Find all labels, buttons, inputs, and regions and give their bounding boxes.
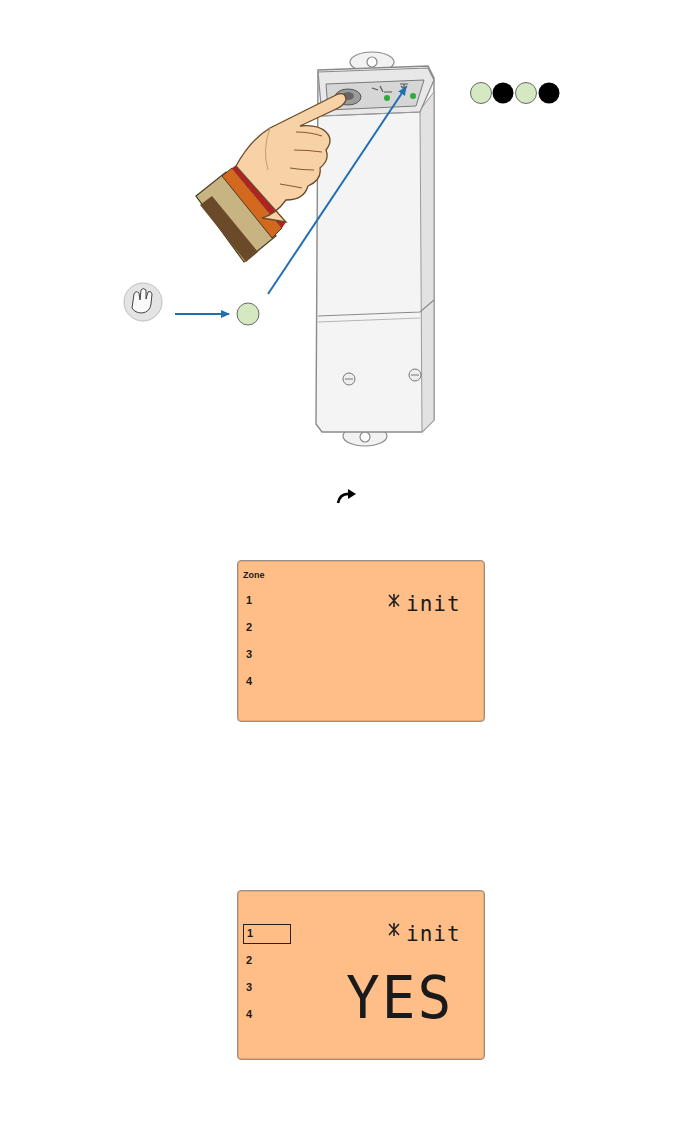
zone-number: 2 [246,622,252,633]
blink-sequence [471,83,560,104]
pointing-hand [196,94,346,262]
zone-heading: Zone [243,571,265,580]
receiver-housing [316,66,434,432]
segment-text: init [406,924,461,945]
wrench-symbol [387,922,401,938]
selected-zone-box: 1 [243,924,291,944]
lcd-display: 2 3 4 initYES 1 [237,890,485,1060]
press-icon [124,87,406,325]
zone-number: 4 [246,676,252,687]
zone-number: 3 [246,982,252,993]
zone-number: 1 [246,595,252,606]
status-led [372,84,416,101]
zone-number: 4 [246,1009,252,1020]
zone-number: 3 [246,649,252,660]
next-step-arrow [338,489,356,503]
lcd-display: Zone 1 2 3 4 init [237,560,485,722]
zone-number: 2 [246,955,252,966]
wrench-symbol [387,593,401,609]
zone-number: 1 [247,928,253,939]
segment-text-large: YES [346,969,453,1028]
segment-text: init [406,594,461,615]
